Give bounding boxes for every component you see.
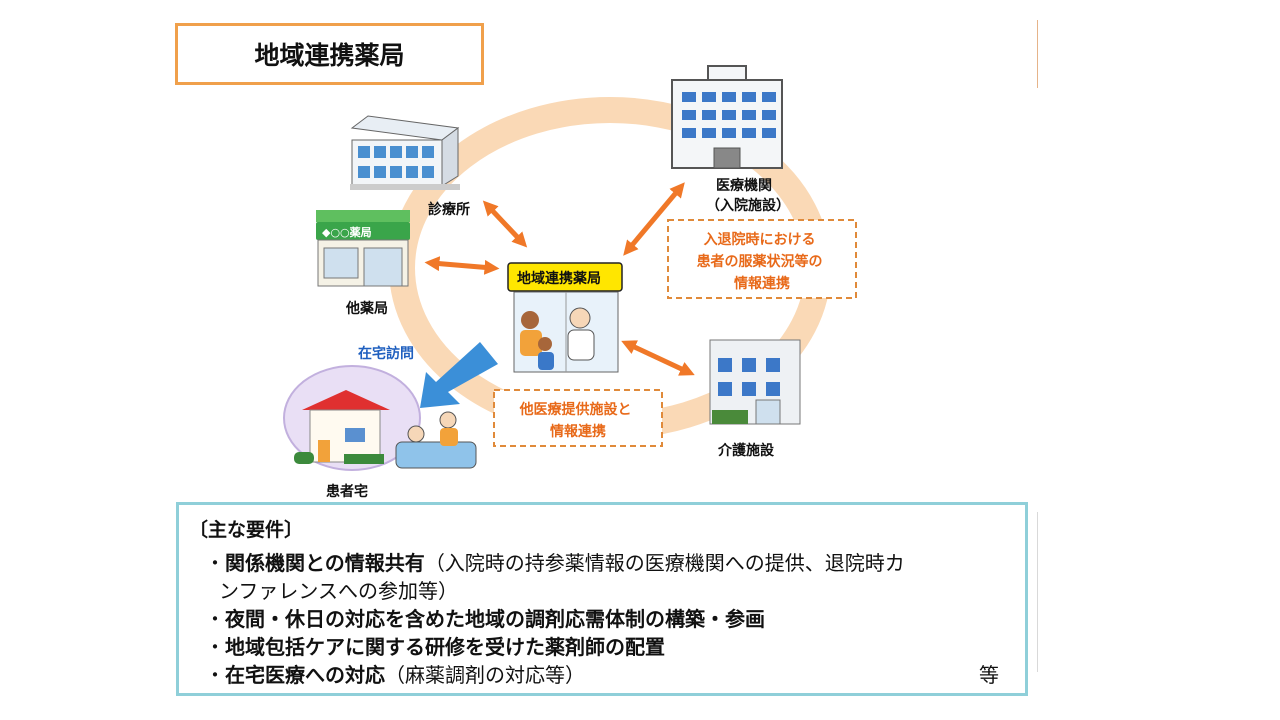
etc-label: 等 bbox=[979, 663, 999, 687]
requirement-item: ・地域包括ケアに関する研修を受けた薬剤師の配置 bbox=[205, 631, 665, 660]
facility-note-line: 情報連携 bbox=[550, 423, 606, 440]
requirement-main: 地域包括ケアに関する研修を受けた薬剤師の配置 bbox=[225, 635, 665, 659]
bullet: ・ bbox=[205, 635, 225, 659]
facility-note-line: 他医療提供施設と bbox=[519, 401, 632, 418]
network-diagram: 診療所 医療機関 （入院施設） ◆○○薬局 他薬局 地域連携薬局 bbox=[283, 65, 857, 500]
center-pharmacy-label: 地域連携薬局 bbox=[517, 270, 601, 287]
other-pharmacy-building-icon: ◆○○薬局 bbox=[316, 210, 410, 287]
divider bbox=[1037, 20, 1038, 88]
center-pharmacy-sign bbox=[507, 262, 623, 292]
svg-text:入退院時における 患者の服薬状況等の 情報連: 入退院時における 患者の服薬状況等の 情報連携 bbox=[697, 231, 828, 292]
requirement-item: ・関係機関との情報共有（入院時の持参薬情報の医療機関への提供、退院時カ bbox=[205, 547, 905, 576]
hospital-note-line: 患者の服薬状況等の bbox=[697, 253, 823, 270]
patient-home-label: 患者宅 bbox=[326, 483, 368, 500]
svg-text:他医療提供施設と 情報連携: 他医療提供施設と 情報連携 bbox=[519, 401, 637, 440]
hospital-label-line1: 医療機関 bbox=[716, 177, 772, 194]
home-visit-label: 在宅訪問 bbox=[358, 345, 414, 362]
home-visit-arrow bbox=[420, 342, 498, 408]
hospital-note-box bbox=[667, 219, 857, 299]
care-facility-label: 介護施設 bbox=[717, 442, 775, 459]
diagram-title: 地域連携薬局 bbox=[175, 23, 484, 85]
clinic-building-icon bbox=[350, 115, 460, 190]
requirement-continuation: ンファレンスへの参加等） bbox=[219, 579, 458, 603]
pharmacy-counter-icon bbox=[513, 291, 619, 373]
requirement-main: 在宅医療への対応 bbox=[225, 663, 385, 687]
care-facility-building-icon bbox=[709, 339, 801, 425]
requirement-main: 関係機関との情報共有 bbox=[225, 551, 425, 575]
divider bbox=[1037, 512, 1038, 672]
hospital-note-line: 情報連携 bbox=[734, 275, 790, 292]
other-pharmacy-label: 他薬局 bbox=[345, 300, 388, 317]
requirement-main: 夜間・休日の対応を含めた地域の調剤応需体制の構築・参画 bbox=[225, 607, 765, 631]
patient-home-icon bbox=[283, 365, 477, 471]
requirements-box: 〔主な要件〕 ・関係機関との情報共有（入院時の持参薬情報の医療機関への提供、退院… bbox=[176, 502, 1028, 696]
requirement-note: （入院時の持参薬情報の医療機関への提供、退院時カ bbox=[424, 551, 905, 575]
bullet: ・ bbox=[205, 551, 225, 575]
hospital-link-arrow bbox=[623, 182, 685, 256]
requirement-item: ・夜間・休日の対応を含めた地域の調剤応需体制の構築・参画 bbox=[205, 603, 765, 632]
hospital-label-line2: （入院施設） bbox=[706, 197, 790, 214]
requirements-heading: 〔主な要件〕 bbox=[189, 519, 304, 541]
hospital-note-line: 入退院時における bbox=[704, 231, 816, 248]
other-pharmacy-link-arrow bbox=[424, 256, 500, 275]
facility-note-box bbox=[493, 389, 663, 447]
clinic-link-arrow bbox=[482, 200, 528, 248]
care-facility-link-arrow bbox=[621, 340, 695, 376]
clinic-label: 診療所 bbox=[428, 201, 470, 218]
bullet: ・ bbox=[205, 607, 225, 631]
pharmacy-sign-text: ◆○○薬局 bbox=[322, 225, 372, 239]
requirement-note: （麻薬調剤の対応等） bbox=[385, 663, 585, 687]
hospital-building-icon bbox=[671, 65, 783, 169]
requirement-item: ・在宅医療への対応（麻薬調剤の対応等） bbox=[205, 659, 585, 688]
bullet: ・ bbox=[205, 663, 225, 687]
